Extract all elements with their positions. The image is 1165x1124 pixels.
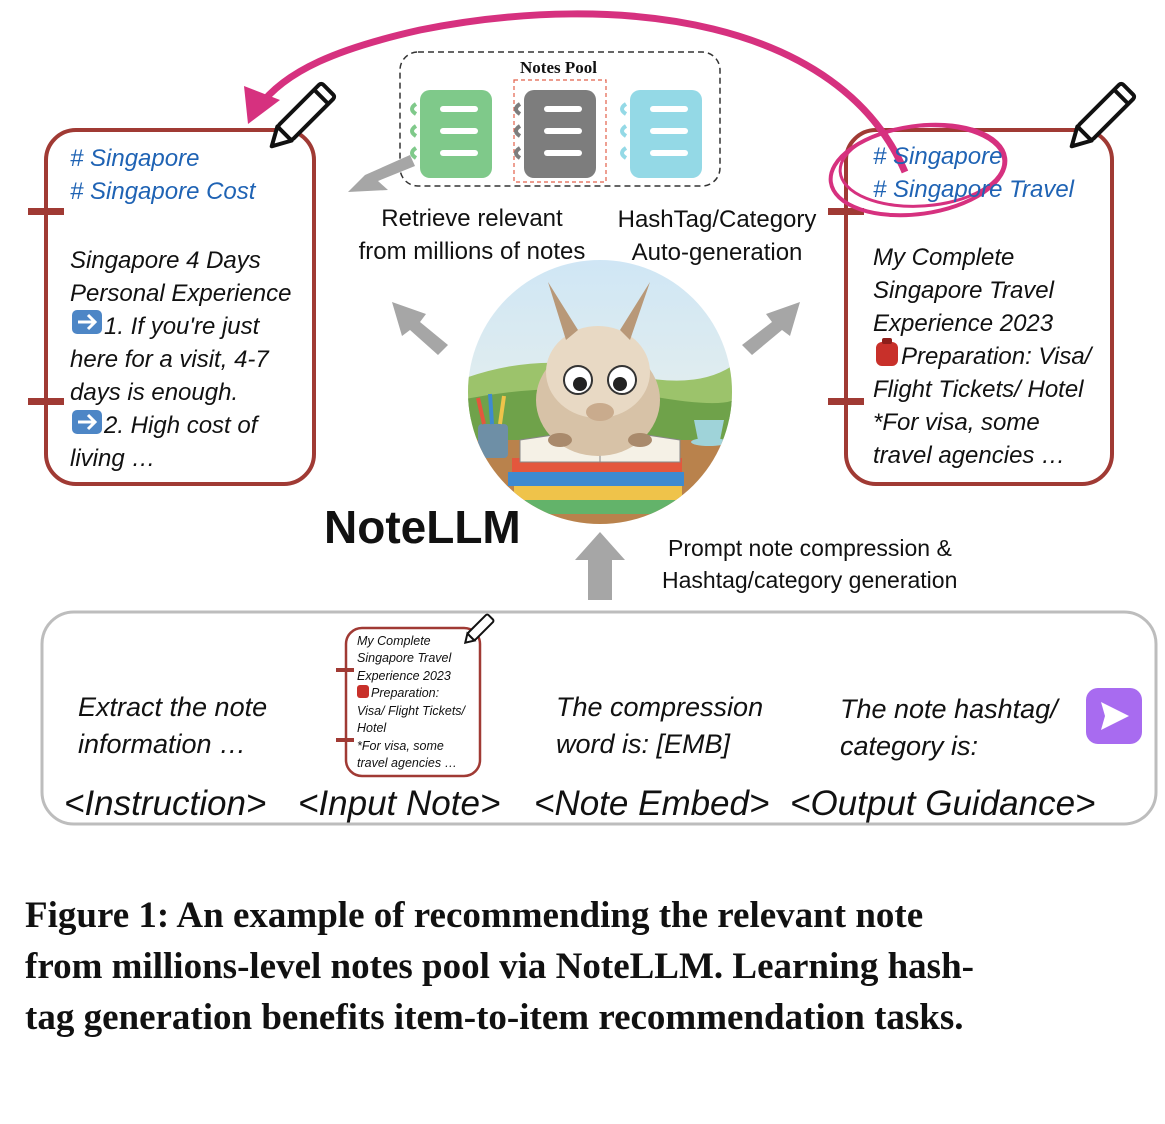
model-name: NoteLLM bbox=[324, 501, 521, 553]
caption-line: Figure 1: An example of recommending the… bbox=[25, 895, 924, 936]
left-note-line: living … bbox=[70, 445, 156, 472]
instruction-text: Extract the note bbox=[78, 692, 268, 722]
arrow-right-icon bbox=[72, 310, 102, 334]
notes-pool-title: Notes Pool bbox=[520, 58, 597, 77]
retrieve-label: Retrieve relevant bbox=[381, 205, 563, 232]
input-note-line: Singapore Travel bbox=[357, 651, 452, 665]
figure-caption: Figure 1: An example of recommending the… bbox=[25, 890, 1155, 1043]
section-note-embed: <Note Embed> bbox=[534, 784, 770, 823]
right-note-line: travel agencies … bbox=[873, 442, 1066, 469]
left-note-line: Singapore 4 Days bbox=[70, 247, 261, 274]
prompt-label: Prompt note compression & bbox=[668, 535, 952, 561]
pencil-icon bbox=[1069, 81, 1137, 149]
feedback-arrow bbox=[255, 10, 909, 174]
right-note-tag: # Singapore bbox=[873, 143, 1003, 170]
input-note-line: Visa/ Flight Tickets/ bbox=[357, 704, 466, 718]
input-note-line: travel agencies … bbox=[357, 756, 458, 770]
notebook-icon bbox=[410, 90, 492, 178]
embed-text: The compression bbox=[556, 692, 764, 722]
hashtag-label: HashTag/Category bbox=[617, 206, 817, 233]
notes-pool-box bbox=[399, 51, 721, 187]
embed-text: word is: [EMB] bbox=[556, 729, 731, 759]
section-output-guidance: <Output Guidance> bbox=[790, 784, 1096, 823]
left-note-tag: # Singapore bbox=[70, 145, 200, 172]
feedback-arrow-head bbox=[244, 86, 280, 124]
right-note-tag: # Singapore Travel bbox=[873, 176, 1074, 203]
llama-illustration bbox=[468, 260, 732, 524]
hashtag-label: Auto-generation bbox=[631, 239, 803, 266]
caption-line: from millions-level notes pool via NoteL… bbox=[25, 946, 974, 987]
output-text: The note hashtag/ bbox=[840, 694, 1058, 724]
left-note-line: days is enough. bbox=[70, 379, 239, 406]
input-note-line: Preparation: bbox=[371, 686, 440, 700]
gray-arrows bbox=[348, 155, 800, 600]
right-note-line: Flight Tickets/ Hotel bbox=[873, 376, 1084, 403]
right-note-line: *For visa, some bbox=[873, 409, 1040, 436]
left-note-card bbox=[44, 128, 316, 486]
pencil-icon bbox=[269, 81, 337, 149]
input-note-line: Hotel bbox=[357, 721, 387, 735]
left-note-line: 2. High cost of bbox=[104, 412, 258, 439]
notebook-icon bbox=[514, 90, 596, 178]
send-icon bbox=[1086, 688, 1142, 744]
notebook-icon bbox=[620, 90, 702, 178]
right-note-line: My Complete bbox=[873, 244, 1015, 271]
right-note-line: Singapore Travel bbox=[873, 277, 1054, 304]
prompt-box bbox=[40, 610, 1158, 826]
input-note-line: *For visa, some bbox=[357, 739, 444, 753]
section-instruction: <Instruction> bbox=[64, 784, 267, 823]
prompt-label: Hashtag/category generation bbox=[662, 567, 958, 593]
backpack-icon bbox=[876, 338, 898, 366]
input-note-line: My Complete bbox=[357, 634, 431, 648]
right-note-line: Preparation: Visa/ bbox=[901, 343, 1092, 370]
backpack-icon bbox=[357, 685, 369, 698]
left-note-tag: # Singapore Cost bbox=[70, 178, 256, 205]
left-note-line: 1. If you're just bbox=[104, 313, 260, 340]
pencil-icon bbox=[463, 613, 495, 645]
left-note-line: here for a visit, 4-7 bbox=[70, 346, 269, 373]
input-note-card bbox=[344, 626, 482, 778]
output-text: category is: bbox=[840, 731, 979, 761]
arrow-right-icon bbox=[72, 410, 102, 434]
right-note-line: Experience 2023 bbox=[873, 310, 1054, 337]
left-note-line: Personal Experience bbox=[70, 280, 292, 307]
instruction-text: information … bbox=[78, 729, 247, 759]
section-input-note: <Input Note> bbox=[298, 784, 501, 823]
retrieve-label: from millions of notes bbox=[358, 238, 586, 265]
caption-line: tag generation benefits item-to-item rec… bbox=[25, 997, 964, 1038]
input-note-line: Experience 2023 bbox=[357, 669, 451, 683]
